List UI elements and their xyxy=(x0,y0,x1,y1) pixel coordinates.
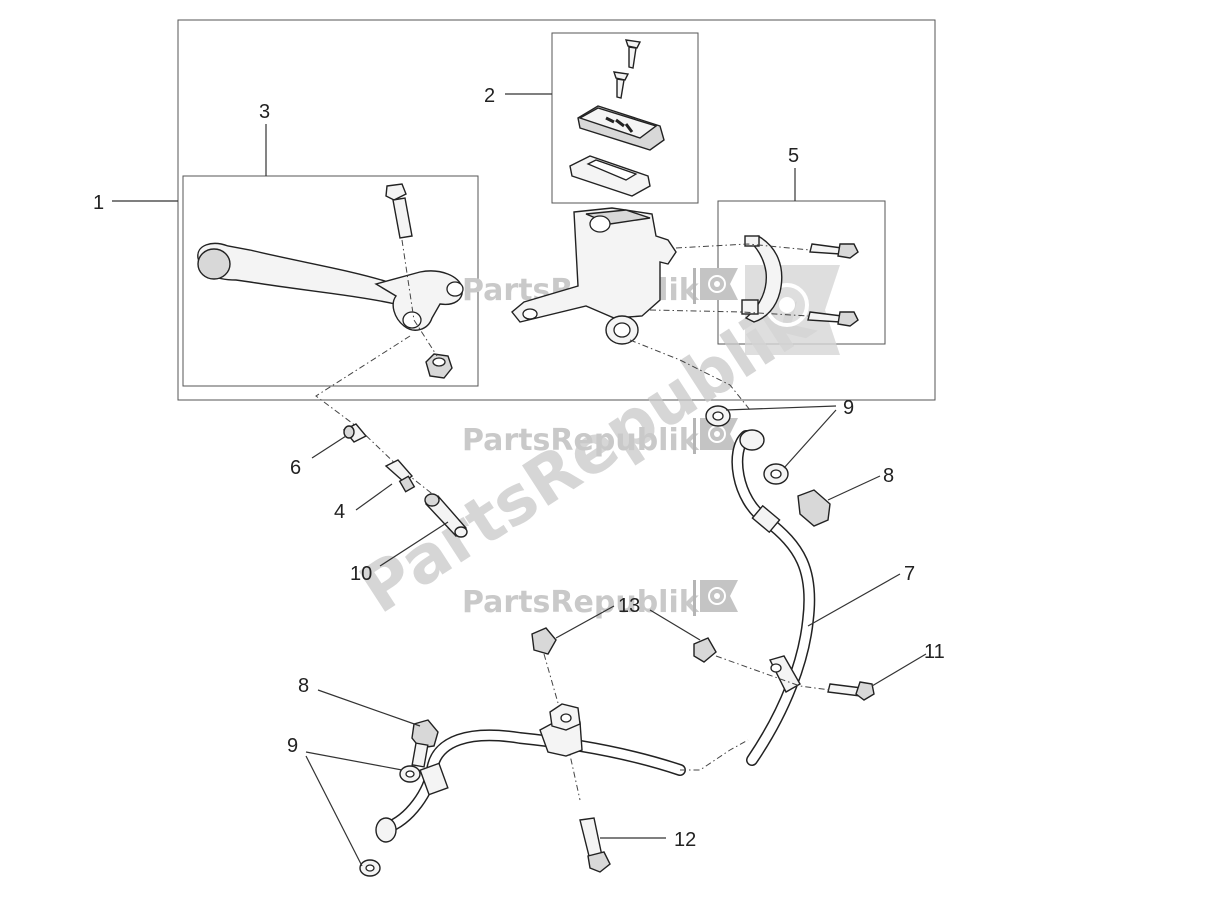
washer-9-bottom-b xyxy=(359,859,381,877)
clamp-axis-line-2 xyxy=(649,309,809,317)
pushrod-axis-line xyxy=(315,335,441,501)
callout-4: 4 xyxy=(334,501,345,523)
lower-brake-hose xyxy=(375,703,686,843)
clamp-axis-line xyxy=(675,243,811,251)
reservoir-screw-1 xyxy=(624,39,642,69)
callout-5: 5 xyxy=(788,145,799,167)
leader-9a xyxy=(725,405,837,411)
brake-lever xyxy=(197,242,464,331)
leader-8-top xyxy=(827,475,881,501)
gear-flag-icon xyxy=(700,580,738,612)
handlebar-clamp xyxy=(741,235,783,323)
leader-11 xyxy=(871,653,927,687)
svg-text:PartsRepublik: PartsRepublik xyxy=(462,423,700,458)
reservoir-gasket xyxy=(569,155,651,197)
leader-8-bottom xyxy=(317,689,421,727)
callout-12: 12 xyxy=(674,829,696,851)
reservoir-screw-2 xyxy=(612,71,630,99)
lever-axis-line xyxy=(401,239,438,357)
lever-pivot-bolt xyxy=(385,183,413,239)
bolt-12 xyxy=(579,817,611,873)
leader-7 xyxy=(807,573,901,627)
leader-10 xyxy=(379,521,449,567)
callout-9-bottom: 9 xyxy=(287,735,298,757)
callout-13: 13 xyxy=(618,595,640,617)
callout-8-top: 8 xyxy=(883,465,894,487)
pushrod-4 xyxy=(384,459,416,493)
washer-9-top-a xyxy=(705,405,731,427)
pin-10 xyxy=(424,493,468,538)
banjo-bolt-8-top xyxy=(797,489,831,527)
clamp-bolt-2 xyxy=(807,311,859,327)
gear-flag-icon xyxy=(700,268,738,300)
assembly-box-1 xyxy=(177,19,936,401)
leader-9b xyxy=(783,409,837,469)
watermark-small-2: PartsRepublik xyxy=(462,418,738,458)
reservoir-box-2 xyxy=(551,32,699,204)
leader-6 xyxy=(311,435,347,459)
clamp-bolt-1 xyxy=(809,243,859,259)
hose-axis-line xyxy=(629,339,751,411)
svg-text:PartsRepublik: PartsRepublik xyxy=(462,585,700,620)
reservoir-cap xyxy=(577,105,665,151)
leader-13b xyxy=(649,609,701,641)
callout-10: 10 xyxy=(350,563,372,585)
leader-4 xyxy=(355,483,393,511)
brake-hose-7 xyxy=(731,429,816,766)
banjo-bolt-8-bottom xyxy=(411,719,439,768)
dust-boot-6 xyxy=(342,423,368,443)
master-cylinder-body xyxy=(511,207,677,345)
callout-1: 1 xyxy=(93,192,104,214)
callout-9-top: 9 xyxy=(843,397,854,419)
callout-11: 11 xyxy=(924,641,945,663)
callout-7: 7 xyxy=(904,563,915,585)
callout-2: 2 xyxy=(484,85,495,107)
grommet-13-left xyxy=(531,627,557,655)
bolt-11-axis-line xyxy=(715,655,831,691)
callout-6: 6 xyxy=(290,457,301,479)
leader-9c xyxy=(305,751,403,771)
watermark-small-3: PartsRepublik xyxy=(462,580,738,620)
callout-3: 3 xyxy=(259,101,270,123)
lever-nut xyxy=(425,353,453,379)
callout-8-bottom: 8 xyxy=(298,675,309,697)
leader-13a xyxy=(555,605,615,639)
bolt-11 xyxy=(827,681,875,701)
leader-9d xyxy=(305,755,363,867)
grommet-13-right xyxy=(693,637,717,663)
washer-9-top-b xyxy=(763,463,789,485)
washer-9-bottom-a xyxy=(399,765,421,783)
lever-box-3 xyxy=(182,175,479,387)
hose-join-line xyxy=(680,739,749,771)
